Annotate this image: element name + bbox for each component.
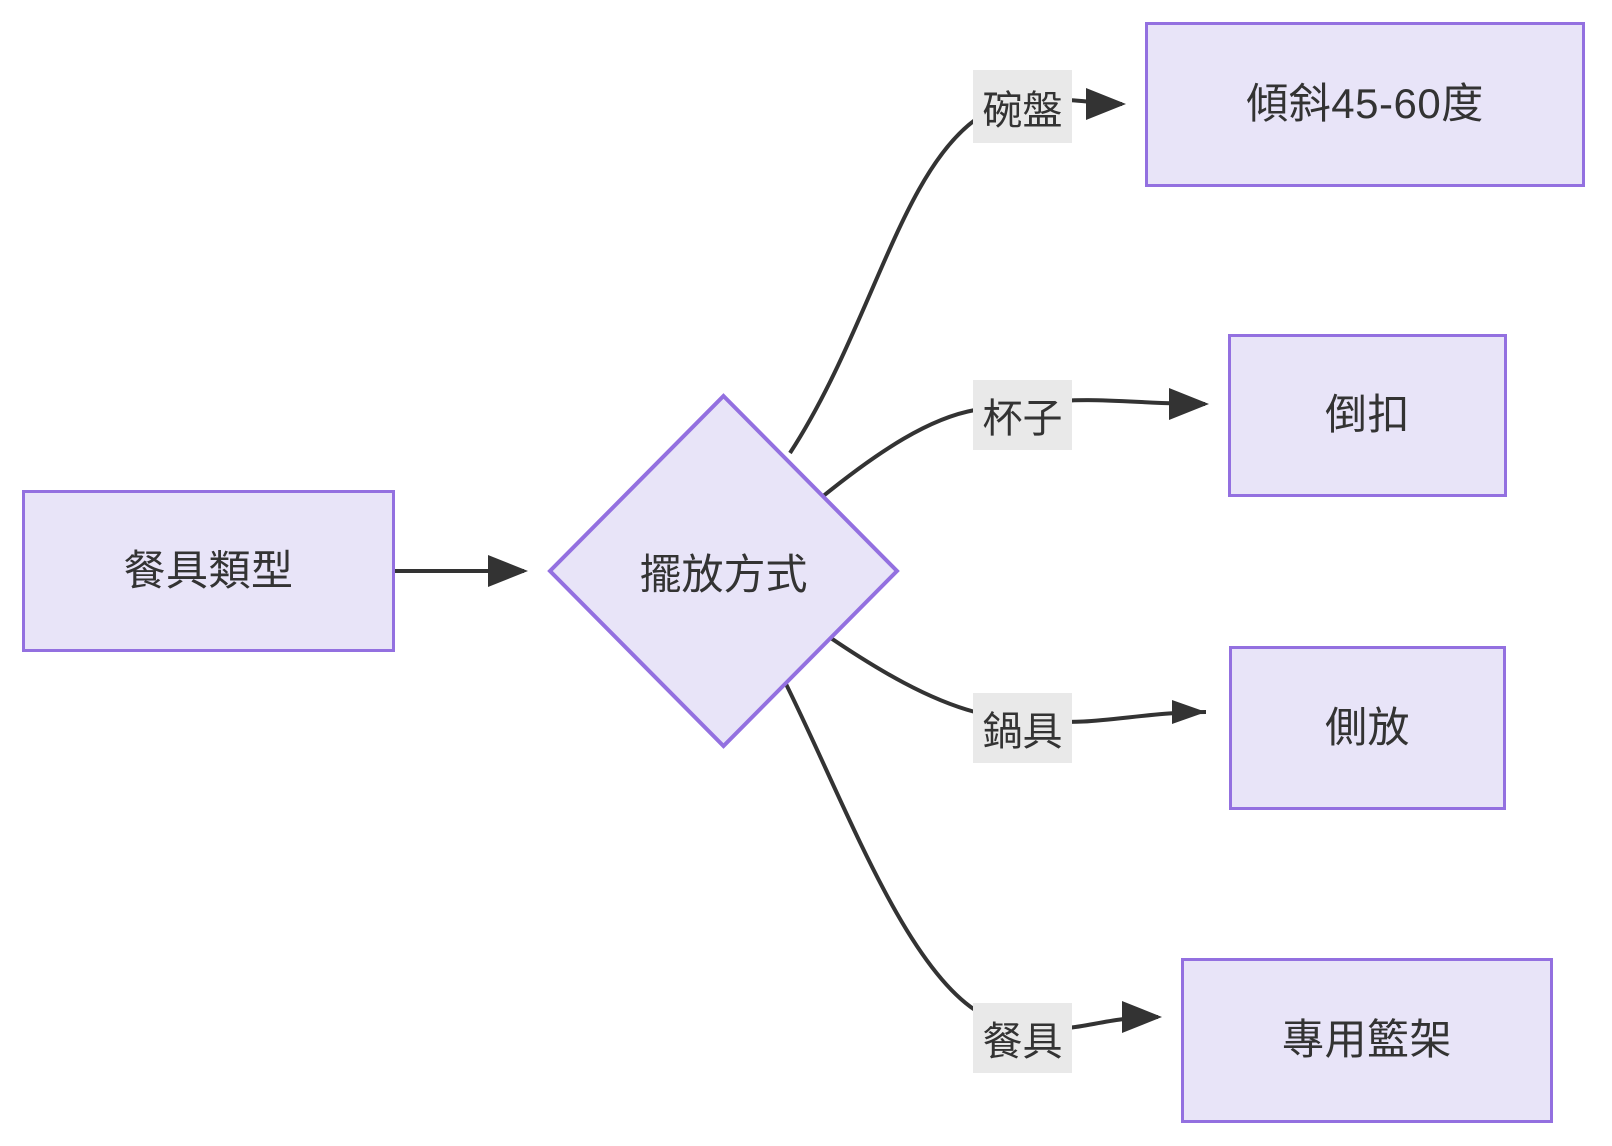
edge-label-out2: 杯子 <box>973 380 1072 450</box>
edge-decision-to-out4 <box>778 671 977 1012</box>
node-out2-label: 倒扣 <box>1324 391 1410 439</box>
node-out4-label: 專用籃架 <box>1281 1016 1452 1064</box>
edge-label-out3: 鍋具 <box>973 693 1072 763</box>
arrowhead-out3 <box>1172 700 1206 724</box>
node-out3[interactable]: 側放 <box>1229 646 1506 810</box>
edge-decision-to-out1 <box>788 118 977 455</box>
edge-label-out1: 碗盤 <box>973 70 1072 143</box>
node-out3-label: 側放 <box>1324 703 1410 751</box>
node-out2[interactable]: 倒扣 <box>1228 334 1507 497</box>
edge-label-out4: 餐具 <box>973 1003 1072 1073</box>
node-start[interactable]: 餐具類型 <box>22 490 395 652</box>
node-out1[interactable]: 傾斜45-60度 <box>1145 22 1585 187</box>
node-decision-label: 擺放方式 <box>639 550 808 598</box>
edge-decision-to-out2 <box>820 408 976 499</box>
edge-decision-to-out3 <box>820 630 976 714</box>
node-start-label: 餐具類型 <box>123 546 294 594</box>
diamond-shape-icon <box>547 393 900 749</box>
node-out1-label: 傾斜45-60度 <box>1246 80 1484 128</box>
node-out4[interactable]: 專用籃架 <box>1181 958 1553 1123</box>
edge-label-out3-text: 鍋具 <box>982 710 1063 754</box>
edge-label-out2-text: 杯子 <box>982 397 1063 441</box>
edge-label-out4-text: 餐具 <box>982 1020 1063 1064</box>
edge-label-out1-text: 碗盤 <box>982 88 1063 133</box>
node-decision[interactable]: 擺放方式 <box>547 393 900 749</box>
